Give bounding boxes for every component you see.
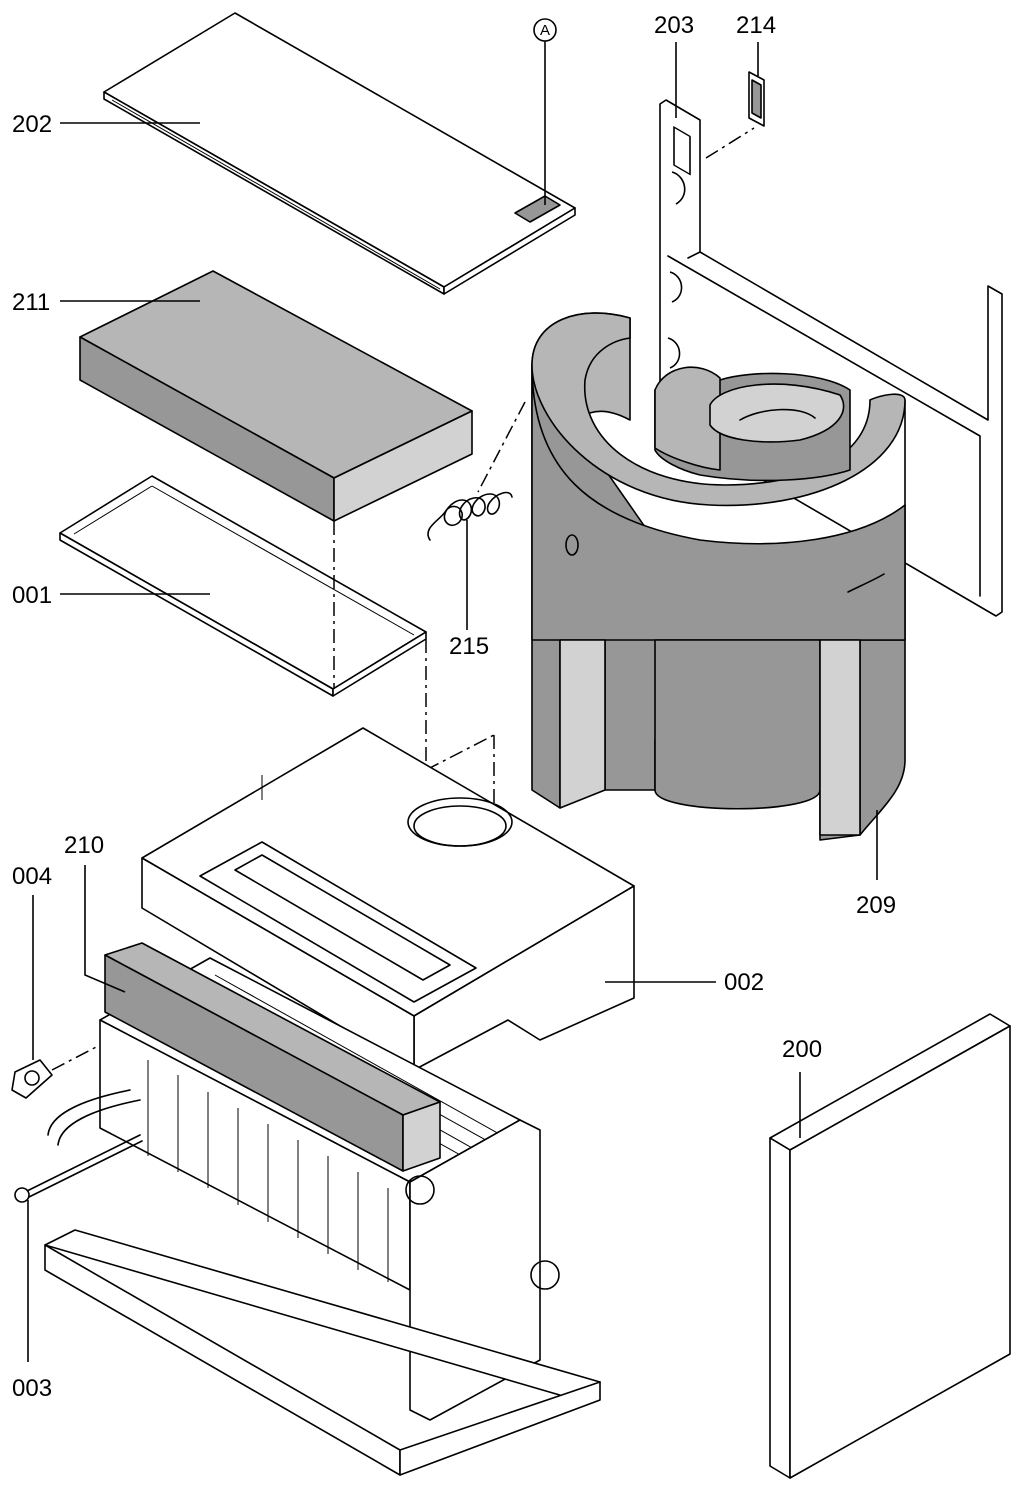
label-200: 200: [782, 1036, 822, 1063]
label-209: 209: [856, 892, 896, 919]
detail-a-marker: [533, 18, 557, 42]
detail-a-label-plate: [514, 195, 561, 223]
label-002: 002: [724, 969, 764, 996]
part-200-front-panel: [769, 1013, 1011, 1479]
label-215: 215: [449, 633, 489, 660]
label-210: 210: [64, 832, 104, 859]
part-210-front-insulation: [104, 942, 441, 1172]
part-215-spring: [427, 491, 513, 630]
label-214: 214: [736, 12, 776, 39]
detail-a-letter: A: [540, 22, 550, 39]
part-209-round-insulation: [531, 312, 906, 880]
label-202: 202: [12, 111, 52, 138]
part-003-sensor-rod: [14, 1089, 143, 1362]
part-001-frame-panel: [59, 475, 427, 697]
label-003: 003: [12, 1375, 52, 1402]
part-202-top-cover: A: [103, 12, 576, 295]
label-211: 211: [12, 289, 50, 316]
part-211-top-insulation: [79, 270, 473, 522]
label-004: 004: [12, 863, 52, 890]
label-001: 001: [12, 582, 52, 609]
leader-210: [84, 865, 126, 993]
part-004-gasket: [11, 895, 101, 1099]
assembly-line-bend: [425, 734, 495, 771]
label-203: 203: [654, 12, 694, 39]
assembly-line-215: [477, 401, 526, 493]
part-214-clip: [748, 71, 765, 127]
boiler-section-block: [44, 957, 601, 1476]
part-002-hood: [141, 727, 716, 1071]
